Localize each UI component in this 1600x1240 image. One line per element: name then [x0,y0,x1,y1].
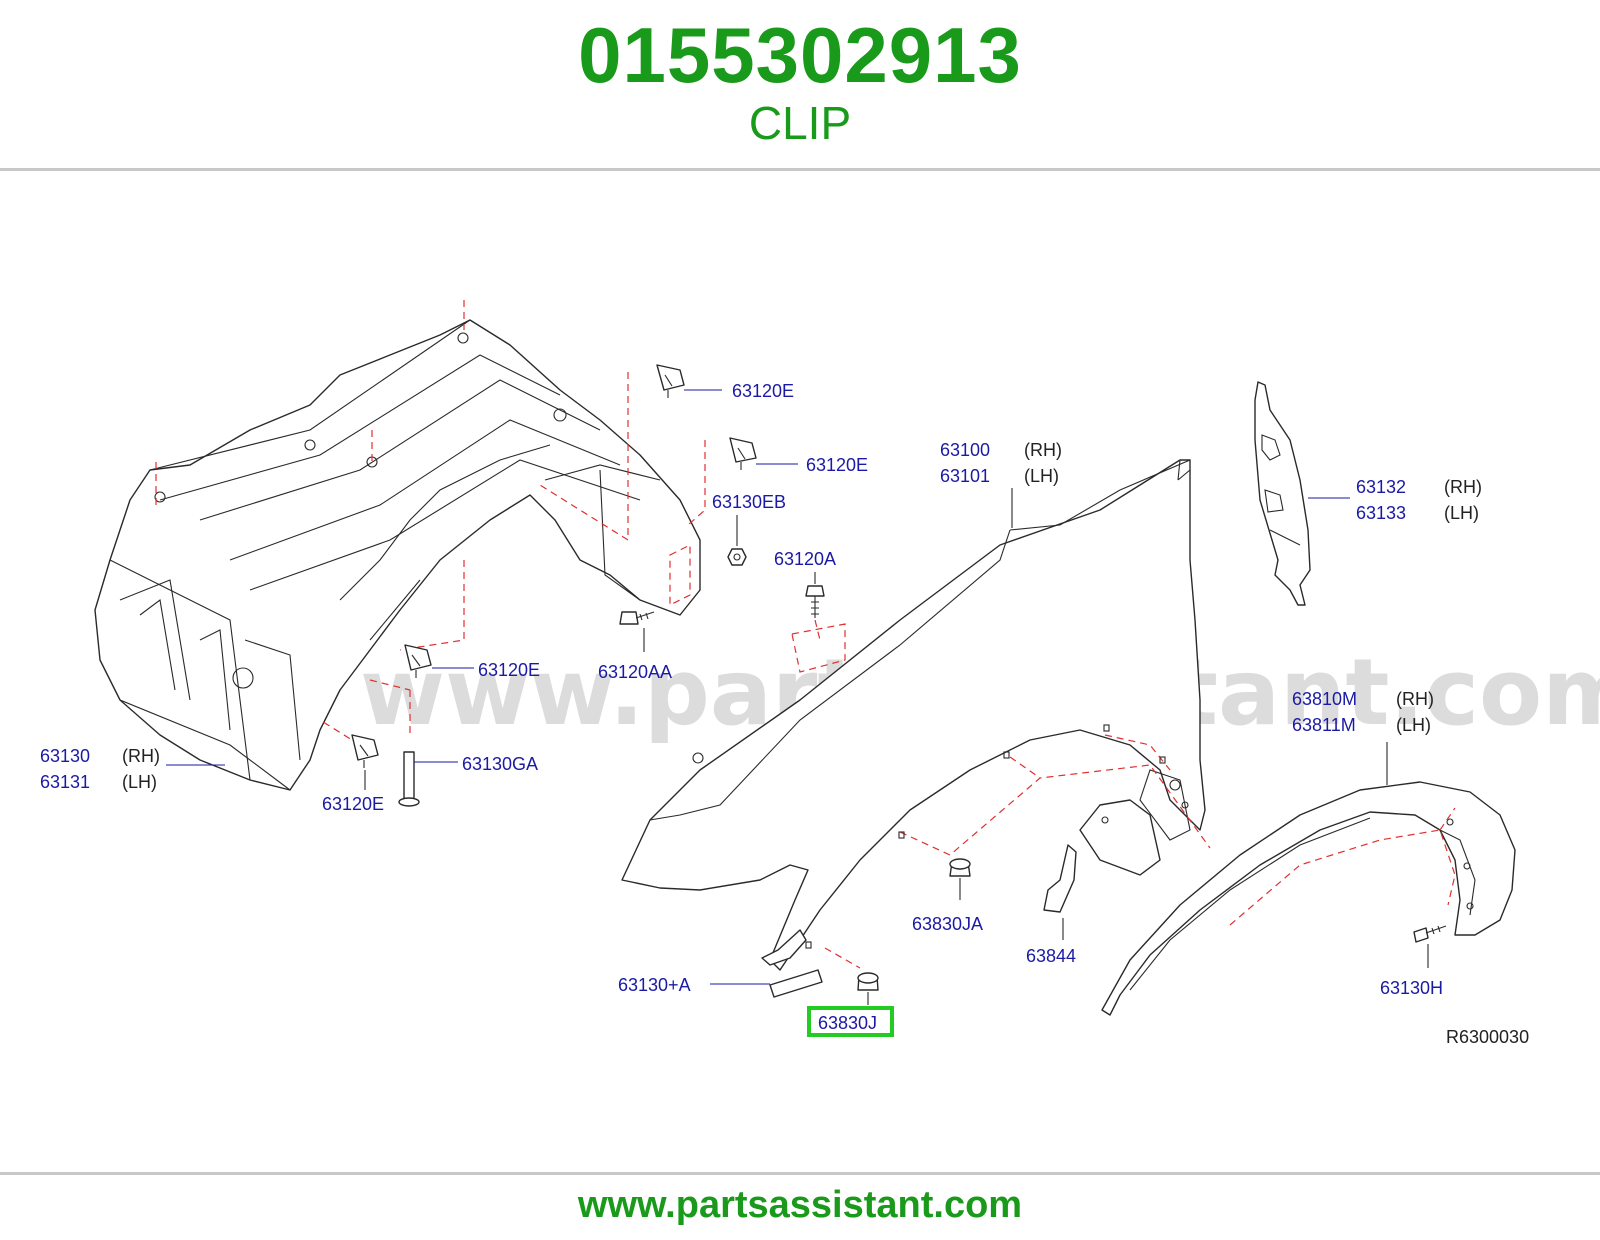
callout-63130H[interactable]: 63130H [1380,978,1443,998]
callout-63130-side: (RH) [122,746,160,766]
callout-63120E-lower[interactable]: 63120E [322,794,384,814]
callout-63811M[interactable]: 63811M [1292,715,1356,735]
page-header: 0155302913 CLIP [0,0,1600,168]
seal-63844-part[interactable] [1043,844,1077,913]
callout-63101[interactable]: 63101 [940,466,990,486]
wheel-arch-flare-part[interactable] [1101,781,1516,1016]
callout-63120E-second[interactable]: 63120E [806,455,868,475]
clip-63120E-third-icon[interactable] [404,644,432,678]
callout-63810M-side: (RH) [1396,689,1434,709]
nut-63130EB-icon[interactable] [727,548,747,566]
bolt-63120AA-icon[interactable] [619,611,655,625]
callout-63830JA[interactable]: 63830JA [912,914,983,934]
callout-63131-side: (LH) [122,772,157,792]
callout-63133[interactable]: 63133 [1356,503,1406,523]
callout-63100[interactable]: 63100 [940,440,990,460]
part-number-title: 0155302913 [578,11,1022,99]
callout-63810M[interactable]: 63810M [1292,689,1357,709]
bolt-63120A-icon[interactable] [805,585,825,618]
front-fender-part[interactable] [621,459,1206,971]
callout-63101-side: (LH) [1024,466,1059,486]
callout-63132[interactable]: 63132 [1356,477,1406,497]
clip-63120E-lower-icon[interactable] [351,734,379,768]
callout-63120AA[interactable]: 63120AA [598,662,672,682]
diagram-canvas: www.partsassistant.com [40,300,1600,1047]
callout-63120E-third[interactable]: 63120E [478,660,540,680]
diagram-reference-code: R6300030 [1446,1027,1529,1047]
pin-63130GA-icon[interactable] [398,751,420,807]
callout-63844[interactable]: 63844 [1026,946,1076,966]
callout-63130A[interactable]: 63130+A [618,975,691,995]
highlighted-callout-frame [807,1006,894,1037]
fender-inner-bracket[interactable] [1079,799,1161,876]
fender-liner-part[interactable] [94,319,701,791]
footer-url-link[interactable]: www.partsassistant.com [577,1184,1023,1226]
callout-63130EB[interactable]: 63130EB [712,492,786,512]
parts-diagram: www.partsassistant.com [0,172,1600,1170]
callout-63120A[interactable]: 63120A [774,549,836,569]
callout-63131[interactable]: 63131 [40,772,90,792]
callout-63120E-upper[interactable]: 63120E [732,381,794,401]
callout-63133-side: (LH) [1444,503,1479,523]
fender-bracket-part[interactable] [1254,381,1311,606]
guard-63130A-part[interactable] [761,929,823,998]
callout-63130GA[interactable]: 63130GA [462,754,538,774]
clip-63120E-upper-icon[interactable] [656,364,685,398]
footer-divider [0,1172,1600,1175]
callout-63130[interactable]: 63130 [40,746,90,766]
callout-63100-side: (RH) [1024,440,1062,460]
grommet-63830JA-icon[interactable] [949,858,971,877]
screw-63130H-icon[interactable] [1413,925,1447,943]
clip-63830J-icon[interactable] [857,972,879,991]
clip-63120E-second-icon[interactable] [729,437,757,470]
part-name-subtitle: CLIP [748,97,852,149]
callout-63830J-highlighted[interactable]: 63830J [818,1013,877,1033]
callout-63811M-side: (LH) [1396,715,1431,735]
callout-63132-side: (RH) [1444,477,1482,497]
header-divider [0,168,1600,171]
